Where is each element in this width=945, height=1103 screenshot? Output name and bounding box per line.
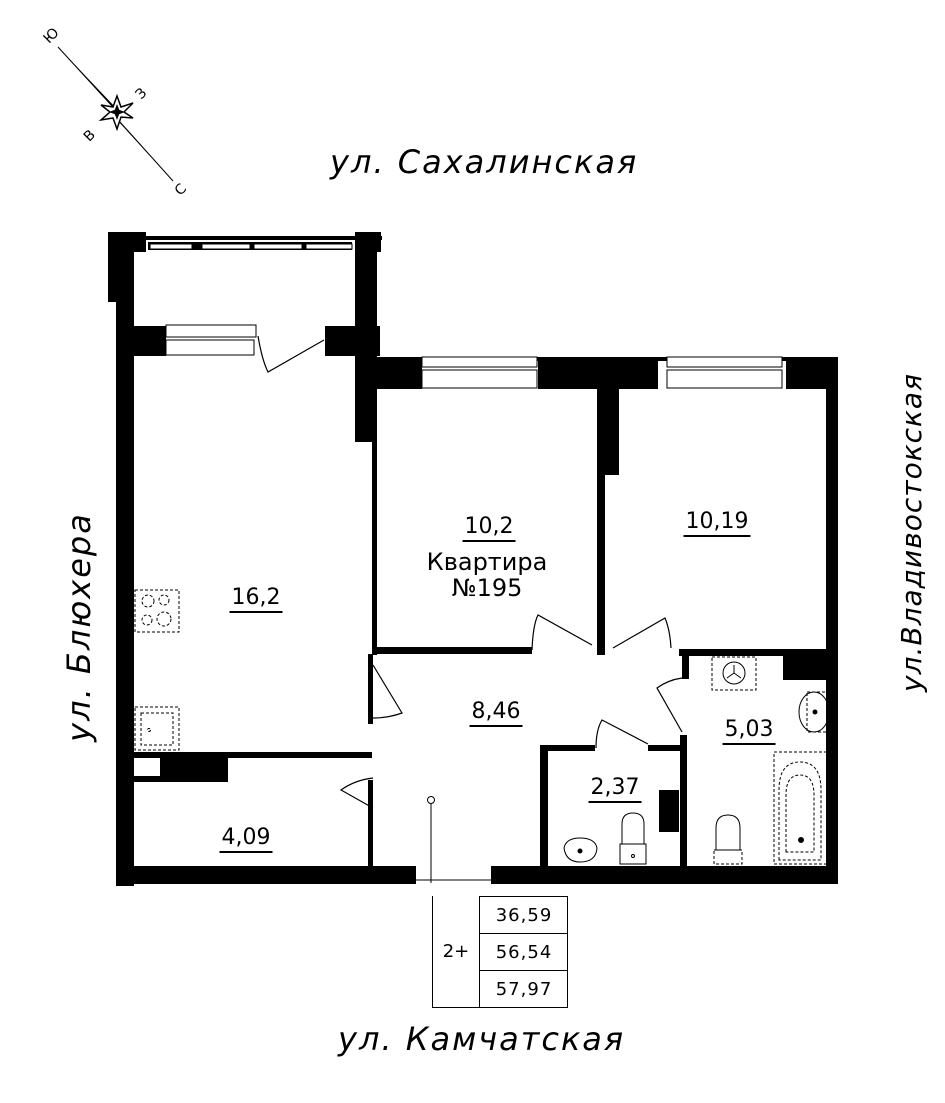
apartment-label: Квартира №195 xyxy=(427,549,548,601)
washing-machine-icon xyxy=(711,656,757,691)
total-area-with-balcony: 57,97 xyxy=(495,978,553,1000)
total-area: 56,54 xyxy=(480,934,568,971)
toilet-sink-icon xyxy=(563,837,598,863)
living-area: 36,59 xyxy=(480,897,568,934)
room-area-kitchen: 16,2 xyxy=(229,586,283,613)
compass-icon xyxy=(57,46,174,182)
doors xyxy=(257,335,683,809)
rooms-count: 2+ xyxy=(442,941,470,962)
toilet-icon xyxy=(619,812,743,865)
sink-icon xyxy=(134,706,180,751)
area-summary-table: 2+ 36,59 56,54 57,97 xyxy=(432,896,568,1008)
bathtub-icon xyxy=(773,751,828,865)
room-area-bedroom-1: 10,2 xyxy=(462,515,516,542)
windows xyxy=(149,243,783,389)
street-west-label: ул. Блюхера xyxy=(59,512,98,742)
room-area-bedroom-2: 10,19 xyxy=(683,510,751,537)
apartment-number: №195 xyxy=(451,574,523,602)
street-south-label: ул. Камчатская xyxy=(338,1020,626,1058)
room-area-hallway: 8,46 xyxy=(469,700,523,727)
room-area-storage: 4,09 xyxy=(219,826,273,853)
street-east-label: ул.Владивостокская xyxy=(894,373,928,692)
bath-sink-icon xyxy=(798,691,830,733)
entrance-marker xyxy=(416,796,491,883)
room-area-toilet: 2,37 xyxy=(588,776,642,803)
apartment-title: Квартира xyxy=(426,548,548,576)
stove-icon xyxy=(134,589,180,633)
room-area-bathroom: 5,03 xyxy=(722,718,776,745)
area-column: 36,59 56,54 57,97 xyxy=(479,896,568,1008)
street-north-label: ул. Сахалинская xyxy=(330,143,639,181)
